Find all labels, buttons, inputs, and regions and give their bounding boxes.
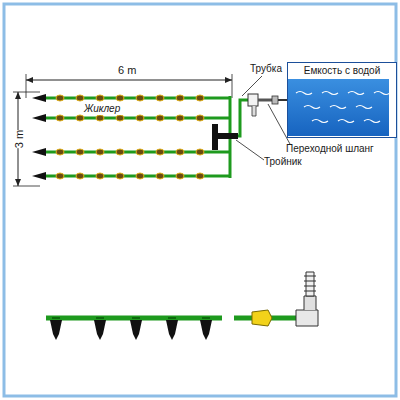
jet xyxy=(136,115,144,121)
wave xyxy=(348,92,364,95)
dripper-collar xyxy=(202,317,210,319)
connector xyxy=(252,310,272,326)
dripper-collar xyxy=(52,317,60,319)
leader-line xyxy=(236,140,264,160)
elbow-fitting xyxy=(248,94,258,106)
jet xyxy=(196,173,204,179)
jet xyxy=(96,115,104,121)
tee-fitting xyxy=(218,133,238,139)
dripper xyxy=(94,320,106,340)
part-label: Жиклер xyxy=(82,103,122,115)
jet xyxy=(196,115,204,121)
barb-rib xyxy=(304,291,316,292)
jet xyxy=(136,149,144,155)
dripper xyxy=(130,320,142,340)
part-label: Трубка xyxy=(250,63,282,75)
pipe-break xyxy=(222,315,234,322)
end-plug xyxy=(32,114,46,122)
barb-rib xyxy=(304,286,316,287)
part-label: Переходной шланг xyxy=(286,143,374,155)
jet xyxy=(56,173,64,179)
jet xyxy=(116,149,124,155)
jet xyxy=(196,95,204,101)
wave xyxy=(356,106,372,109)
jet xyxy=(96,173,104,179)
dripper-collar xyxy=(132,317,140,319)
wave xyxy=(374,92,389,95)
end-plug xyxy=(32,148,46,156)
jet xyxy=(156,115,164,121)
jet xyxy=(96,149,104,155)
frame xyxy=(4,4,396,396)
end-plug xyxy=(32,94,46,102)
wave xyxy=(304,106,320,109)
tap xyxy=(278,99,287,101)
jet xyxy=(56,149,64,155)
dripper xyxy=(166,320,178,340)
jet xyxy=(76,95,84,101)
drip-lines xyxy=(32,94,230,180)
wave xyxy=(330,106,346,109)
water-tank: Емкость с водой xyxy=(287,62,397,138)
part-label: Тройник xyxy=(264,156,302,168)
elbow-fitting xyxy=(296,310,318,326)
jet xyxy=(56,95,64,101)
wave xyxy=(322,92,338,95)
jet xyxy=(116,115,124,121)
jet xyxy=(156,95,164,101)
tap xyxy=(272,96,278,104)
drippers xyxy=(50,318,212,340)
jet xyxy=(96,95,104,101)
dripper xyxy=(50,320,62,340)
jet xyxy=(176,115,184,121)
barb-rib xyxy=(304,276,316,277)
jet xyxy=(116,173,124,179)
dimension-line xyxy=(26,80,232,81)
wave xyxy=(364,120,380,123)
jet xyxy=(176,173,184,179)
elbow-fitting xyxy=(304,296,316,310)
transition-hose xyxy=(258,99,272,102)
wave xyxy=(338,120,354,123)
jet xyxy=(196,149,204,155)
extension-line xyxy=(13,186,40,187)
tank-label: Емкость с водой xyxy=(288,63,396,77)
jet xyxy=(76,115,84,121)
extension-line xyxy=(13,92,40,93)
jet xyxy=(76,173,84,179)
water xyxy=(288,79,389,136)
end-plug xyxy=(32,172,46,180)
dripper-collar xyxy=(96,317,104,319)
wave xyxy=(296,92,312,95)
wave xyxy=(312,120,328,123)
leader-line xyxy=(242,76,262,96)
jet xyxy=(76,149,84,155)
jet xyxy=(136,173,144,179)
jet xyxy=(176,149,184,155)
dimension-label: 6 m xyxy=(118,64,136,76)
barb-rib xyxy=(304,281,316,282)
tee-fitting xyxy=(212,124,218,150)
jet xyxy=(56,115,64,121)
valve xyxy=(252,106,256,116)
barb-ribs xyxy=(304,276,316,291)
jet xyxy=(116,95,124,101)
jet xyxy=(136,95,144,101)
jet xyxy=(176,95,184,101)
jet xyxy=(156,149,164,155)
dripper-collar xyxy=(168,317,176,319)
dimension-label: 3 m xyxy=(13,130,25,148)
dripper xyxy=(200,320,212,340)
extension-line xyxy=(26,74,27,98)
extension-line xyxy=(232,74,233,98)
jet xyxy=(156,173,164,179)
